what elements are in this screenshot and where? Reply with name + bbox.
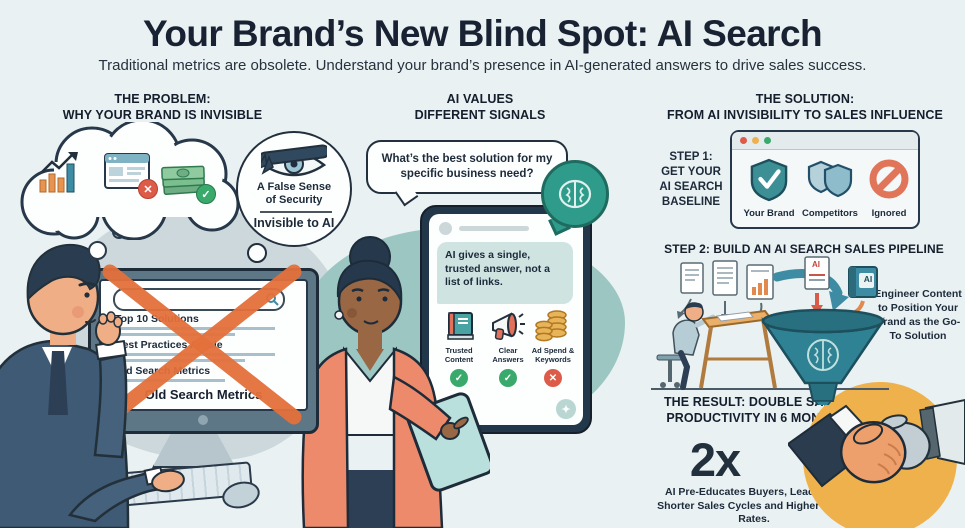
- check-icon: ✓: [450, 369, 468, 387]
- text-line: [115, 379, 225, 382]
- problem-heading: THE PROBLEM: WHY YOUR BRAND IS INVISIBLE: [62, 92, 263, 122]
- book-icon: [447, 312, 474, 340]
- question-bubble: What’s the best solution for my specific…: [366, 140, 568, 194]
- false-sense-text: A False Sense of Security: [256, 181, 332, 207]
- avatar: [439, 222, 452, 235]
- factor-label: Clear Answers: [492, 346, 524, 364]
- step2-heading: STEP 2: BUILD AN AI SEARCH SALES PIPELIN…: [664, 242, 944, 256]
- baseline-window: Your Brand Competitors Ignored: [730, 130, 920, 229]
- browser-x-icon: [104, 153, 150, 189]
- ai-document-icon-label: AI: [812, 260, 820, 269]
- page-title: Your Brand’s New Blind Spot: AI Search: [143, 13, 823, 54]
- ai-book-icon-label: AI: [863, 274, 873, 284]
- coins-icon: [535, 310, 567, 342]
- man-illustration: [0, 243, 185, 528]
- false-sense-caption: Invisible to AI: [253, 216, 335, 230]
- false-sense-bubble: A False Sense of Security Invisible to A…: [236, 131, 352, 247]
- shield-check-icon: [750, 158, 788, 202]
- sparkle-icon: ✦: [556, 399, 576, 419]
- traffic-dot-red: [740, 137, 747, 144]
- text-line: [115, 333, 235, 336]
- page-subtitle: Traditional metrics are obsolete. Unders…: [98, 57, 867, 74]
- check-icon: ✓: [499, 369, 517, 387]
- brain-icon: [558, 179, 592, 209]
- cross-icon: ✕: [544, 369, 562, 387]
- factor-label: Trusted Content: [444, 346, 474, 364]
- traffic-dot-yellow: [752, 137, 759, 144]
- funnel-brain-icon: [807, 339, 839, 371]
- baseline-item-label: Competitors: [802, 208, 858, 219]
- result-note: AI Pre-Educates Buyers, Leading to Short…: [657, 486, 851, 526]
- pipeline-illustration: [651, 256, 889, 405]
- prohibited-icon: [869, 159, 909, 199]
- step2-note: Engineer Content to Position Your Brand …: [874, 288, 962, 342]
- signals-heading: AI VALUES DIFFERENT SIGNALS: [414, 92, 546, 122]
- bar-chart-up-icon: [39, 152, 78, 193]
- competitors-shields-icon: [807, 160, 853, 198]
- thought-dot: [88, 241, 107, 260]
- phone-screen: AI gives a single, trusted answer, not a…: [429, 214, 583, 425]
- baseline-item-label: Ignored: [871, 208, 907, 219]
- cross-icon: ✕: [138, 179, 158, 199]
- money-check-icon: [161, 165, 205, 195]
- baseline-item-label: Your Brand: [743, 208, 795, 219]
- bubble-tail-dot: [247, 243, 267, 263]
- ai-brain-bubble: [541, 160, 609, 228]
- divider: [260, 211, 332, 213]
- traffic-dot-green: [764, 137, 771, 144]
- ai-answer-bubble: AI gives a single, trusted answer, not a…: [437, 242, 573, 304]
- factor-label: Ad Spend & Keywords: [531, 346, 575, 364]
- solution-heading: THE SOLUTION: FROM AI INVISIBILITY TO SA…: [667, 92, 943, 122]
- header-line: [459, 226, 529, 231]
- result-heading: THE RESULT: DOUBLE SALES PRODUCTIVITY IN…: [663, 395, 849, 426]
- window-titlebar: [732, 132, 918, 150]
- phone: AI gives a single, trusted answer, not a…: [420, 205, 592, 434]
- text-line: [115, 327, 275, 330]
- handshake-illustration: [788, 398, 965, 488]
- step1-label: STEP 1: GET YOUR AI SEARCH BASELINE: [659, 151, 723, 208]
- check-icon: ✓: [196, 184, 216, 204]
- result-multiplier: 2x: [689, 433, 741, 486]
- megaphone-icon: [492, 312, 525, 340]
- woman-illustration: [301, 236, 490, 528]
- blindfolded-eye-icon: [261, 144, 327, 177]
- monitor-button: [198, 415, 208, 425]
- cross-out-x-icon: [102, 264, 302, 425]
- monitor-caption: Old Search Metrics: [144, 387, 263, 402]
